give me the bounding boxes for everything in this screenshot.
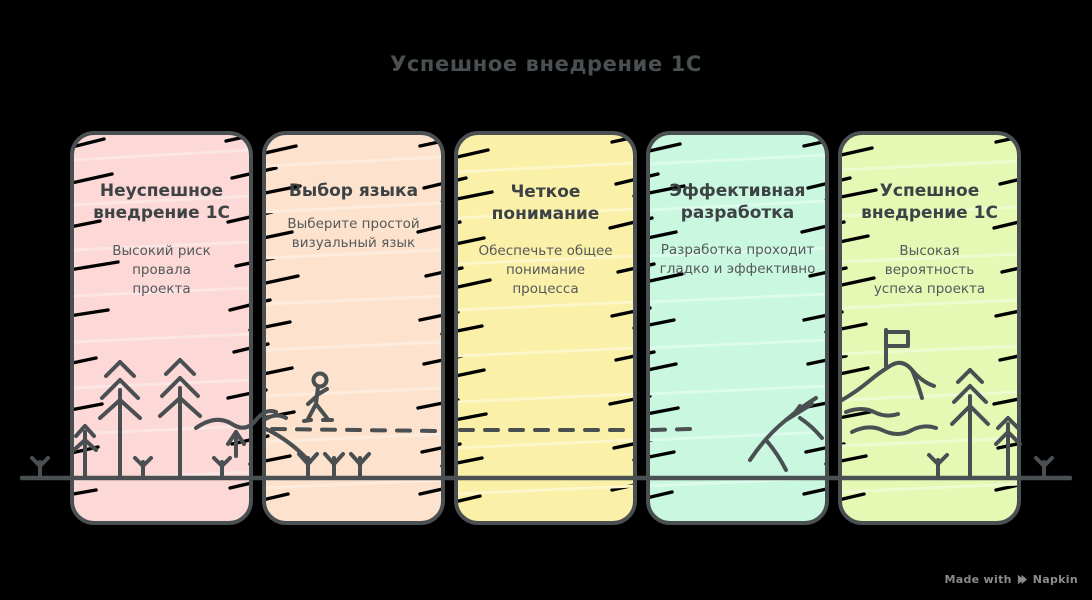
card-body-0: Высокий риск провала проекта — [112, 243, 211, 298]
hiker-illustration — [262, 371, 440, 480]
sprout-icon — [30, 456, 50, 480]
watermark[interactable]: Made with Napkin — [945, 573, 1079, 586]
summit-illustration — [840, 328, 1054, 480]
card-outlines — [70, 131, 1021, 525]
card-texture-strokes — [72, 148, 1019, 496]
card-backgrounds — [72, 133, 1019, 523]
card-body-4: Высокая вероятность успеха проекта — [873, 243, 986, 298]
card-body-1: Выберите простой визуальный язык — [287, 216, 420, 252]
card-body-3: Разработка проходит гладко и эффективно — [659, 242, 816, 278]
page-title: Успешное внедрение 1С — [390, 52, 702, 76]
card-title-0: Неуспешное внедрение 1С — [93, 181, 230, 224]
napkin-logo-icon — [1017, 574, 1028, 585]
watermark-brand: Napkin — [1032, 573, 1078, 586]
hill-slope-illustration — [650, 396, 824, 472]
card-title-2: Четкое понимание — [491, 182, 600, 225]
card-title-4: Успешное внедрение 1С — [861, 181, 998, 224]
card-title-3: Эффективная разработка — [669, 181, 806, 224]
card-body-2: Обеспечьте общее понимание процесса — [478, 243, 613, 298]
watermark-text: Made with — [944, 573, 1012, 586]
card-title-1: Выбор языка — [288, 181, 419, 201]
pine-forest-illustration — [72, 358, 278, 480]
scene-illustrations — [30, 328, 1054, 480]
